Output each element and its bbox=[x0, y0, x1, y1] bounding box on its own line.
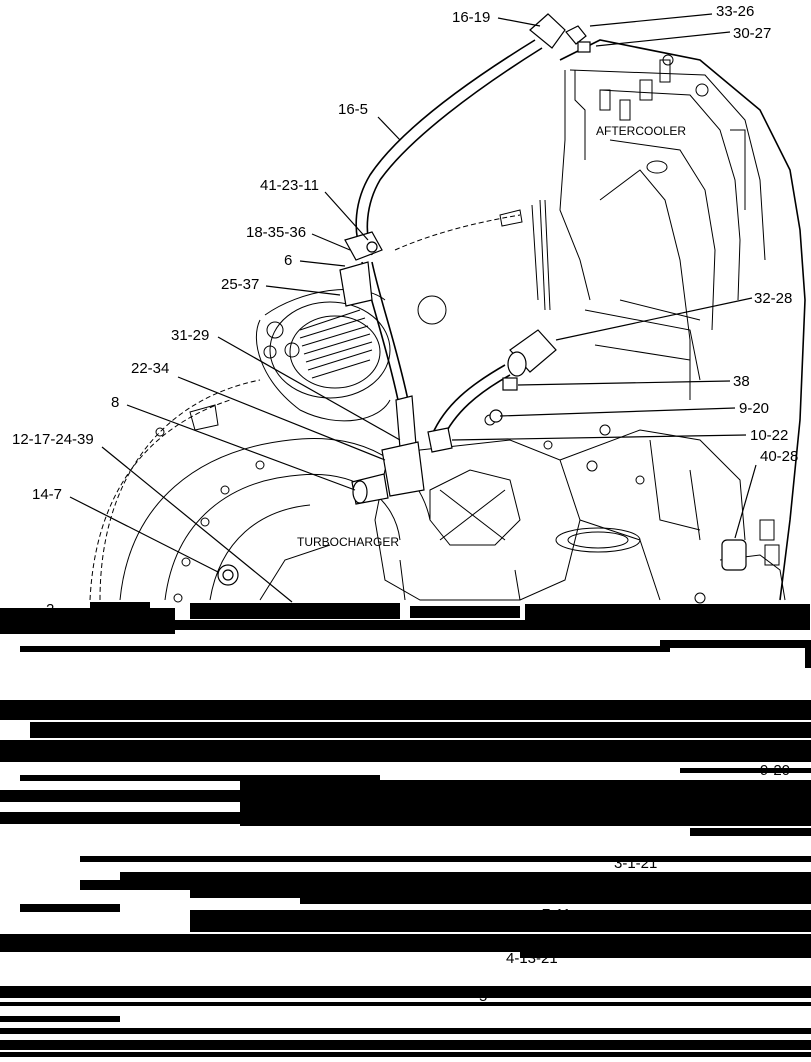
callout-32-28: 32-28 bbox=[754, 290, 792, 307]
fittings bbox=[217, 13, 747, 586]
callout-2: 2 bbox=[46, 601, 54, 618]
callout-30-27: 30-27 bbox=[733, 25, 771, 42]
callout-33-26: 33-26 bbox=[716, 3, 754, 20]
hose-lines bbox=[355, 39, 543, 441]
part-38 bbox=[502, 377, 518, 391]
lower-callouts: 2 9-20 3-1-21 15 7-11 4-13-21 5 bbox=[46, 601, 790, 1005]
callout-22-34: 22-34 bbox=[131, 360, 169, 377]
callout-16-5: 16-5 bbox=[338, 101, 368, 118]
engine-linework bbox=[89, 39, 806, 604]
callout-10-22: 10-22 bbox=[750, 427, 788, 444]
callout-41-23-11: 41-23-11 bbox=[260, 177, 319, 194]
callout-31-29: 31-29 bbox=[171, 327, 209, 344]
callout-7-11: 7-11 bbox=[542, 906, 571, 923]
callout-4-13-21: 4-13-21 bbox=[506, 950, 558, 967]
elbow-10-22 bbox=[427, 427, 453, 453]
callout-16-19: 16-19 bbox=[452, 9, 490, 26]
fitting-31-29 bbox=[395, 395, 417, 449]
callout-15: 15 bbox=[572, 880, 589, 897]
callout-3-1-21: 3-1-21 bbox=[614, 855, 657, 872]
label-aftercooler: AFTERCOOLER bbox=[596, 124, 686, 138]
callouts: 16-19 33-26 30-27 16-5 41-23-11 18-35-36… bbox=[12, 3, 798, 549]
fitting-16-19 bbox=[529, 13, 566, 49]
callout-18-35-36: 18-35-36 bbox=[246, 224, 306, 241]
scan-artifact-bars bbox=[0, 602, 811, 1057]
callout-25-37: 25-37 bbox=[221, 276, 259, 293]
fitting-33-26 bbox=[565, 25, 587, 45]
callout-5: 5 bbox=[479, 988, 487, 1005]
callout-12-17-24-39: 12-17-24-39 bbox=[12, 431, 94, 448]
callout-14-7: 14-7 bbox=[32, 486, 62, 503]
leader-lines bbox=[69, 13, 757, 603]
label-turbocharger: TURBOCHARGER bbox=[297, 535, 399, 549]
callout-38: 38 bbox=[733, 373, 750, 390]
tee-22-34 bbox=[381, 441, 425, 497]
fitting-30-27 bbox=[577, 41, 591, 53]
bracket-6 bbox=[339, 261, 373, 307]
callout-8: 8 bbox=[111, 394, 119, 411]
callout-6: 6 bbox=[284, 252, 292, 269]
callout-9-20-top: 9-20 bbox=[739, 400, 769, 417]
callout-9-20-bottom: 9-20 bbox=[760, 762, 790, 779]
cap-40-28 bbox=[721, 539, 747, 571]
callout-40-28: 40-28 bbox=[760, 448, 798, 465]
